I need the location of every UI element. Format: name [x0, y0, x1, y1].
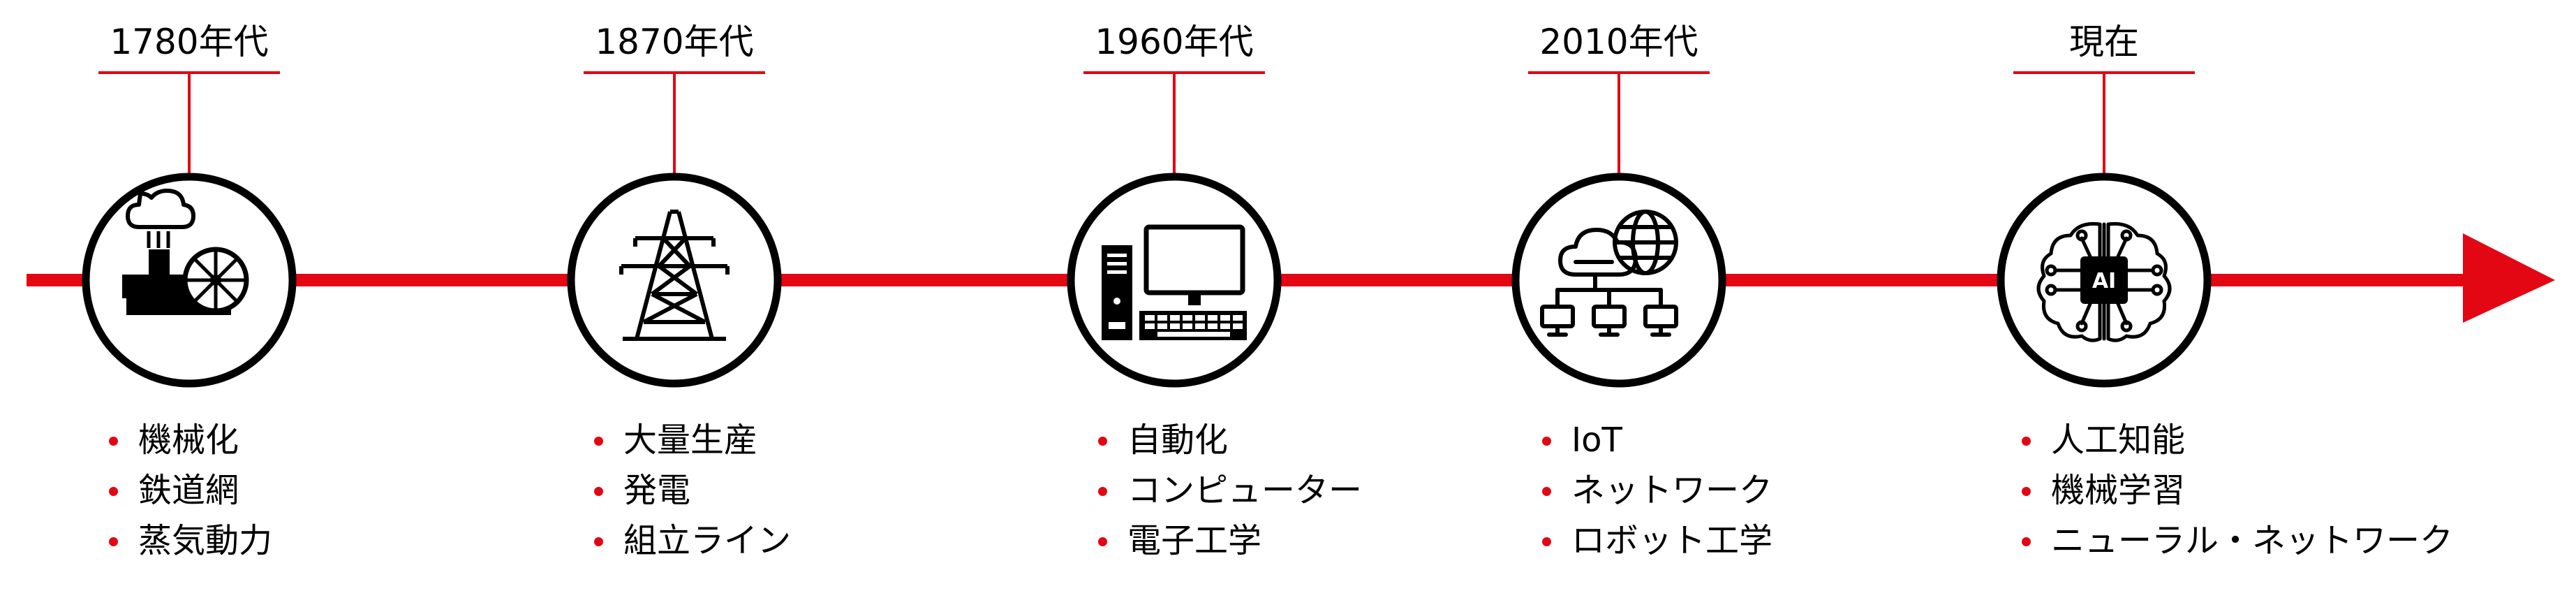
list-item: 蒸気動力 [105, 516, 272, 566]
era-1-label: 1780年代 [110, 22, 269, 62]
power-tower-icon [619, 210, 730, 341]
era-1-bullet-list: 機械化 鉄道網 蒸気動力 [105, 415, 272, 566]
bullet-dot [594, 537, 603, 546]
bullet-dot [1542, 487, 1551, 496]
list-item: 組立ライン [590, 516, 791, 566]
era-4-node [1511, 173, 1726, 388]
era-4-bullet-list: IoT ネットワーク ロボット工学 [1538, 415, 1772, 566]
bullet-dot [1098, 437, 1107, 446]
list-item: IoT [1538, 415, 1772, 465]
bullet-dot [1542, 437, 1551, 446]
bullet-dot [2022, 437, 2031, 446]
list-item: コンピューター [1094, 465, 1362, 516]
bullet-dot [109, 487, 118, 496]
era-2-bullet-list: 大量生産 発電 組立ライン [590, 415, 791, 566]
era-5-bullet-list: 人工知能 機械学習 ニューラル・ネットワーク [2018, 415, 2453, 566]
list-item: 機械化 [105, 415, 272, 465]
list-item: 自動化 [1094, 415, 1362, 465]
ai-chip-icon: AI [2036, 221, 2172, 342]
list-item: 人工知能 [2018, 415, 2453, 465]
bullet-dot [2022, 537, 2031, 546]
era-2-label: 1870年代 [595, 22, 754, 62]
list-item: ネットワーク [1538, 465, 1772, 516]
bullet-dot [1098, 487, 1107, 496]
era-5-label: 現在 [2069, 22, 2139, 62]
svg-text:AI: AI [2092, 269, 2116, 293]
steam-engine-icon [122, 189, 249, 315]
computer-icon [1102, 224, 1247, 340]
list-item: 電子工学 [1094, 516, 1362, 566]
bullet-dot [109, 537, 118, 546]
bullet-dot [1542, 537, 1551, 546]
list-item: 機械学習 [2018, 465, 2453, 516]
bullet-dot [594, 437, 603, 446]
list-item: ロボット工学 [1538, 516, 1772, 566]
list-item: ニューラル・ネットワーク [2018, 516, 2453, 566]
cloud-network-icon [1540, 210, 1678, 337]
list-item: 鉄道網 [105, 465, 272, 516]
list-item: 発電 [590, 465, 791, 516]
bullet-dot [594, 487, 603, 496]
bullet-dot [2022, 487, 2031, 496]
bullet-dot [109, 437, 118, 446]
era-3-label: 1960年代 [1095, 22, 1254, 62]
list-item: 大量生産 [590, 415, 791, 465]
era-4-label: 2010年代 [1539, 22, 1698, 62]
bullet-dot [1098, 537, 1107, 546]
timeline-arrowhead [2463, 233, 2555, 323]
era-3-bullet-list: 自動化 コンピューター 電子工学 [1094, 415, 1362, 566]
